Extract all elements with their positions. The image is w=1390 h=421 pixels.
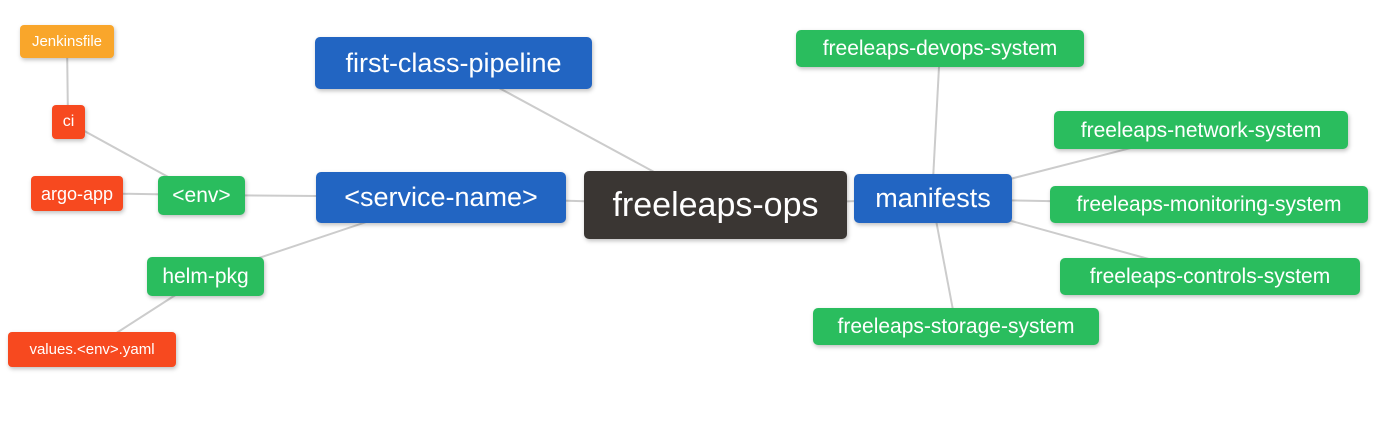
node-manifests[interactable]: manifests: [854, 174, 1012, 223]
edge-manifests-devops: [931, 47, 941, 200]
node-env[interactable]: <env>: [158, 176, 245, 215]
node-jenkinsfile[interactable]: Jenkinsfile: [20, 25, 114, 58]
node-ci[interactable]: ci: [52, 105, 85, 139]
node-freeleaps-ops[interactable]: freeleaps-ops: [584, 171, 847, 239]
node-freeleaps-monitoring-system[interactable]: freeleaps-monitoring-system: [1050, 186, 1368, 223]
node-service-name[interactable]: <service-name>: [316, 172, 566, 223]
node-first-class-pipeline[interactable]: first-class-pipeline: [315, 37, 592, 89]
node-helm-pkg[interactable]: helm-pkg: [147, 257, 264, 296]
node-freeleaps-network-system[interactable]: freeleaps-network-system: [1054, 111, 1348, 149]
node-freeleaps-controls-system[interactable]: freeleaps-controls-system: [1060, 258, 1360, 295]
node-values-env-yaml[interactable]: values.<env>.yaml: [8, 332, 176, 367]
node-freeleaps-devops-system[interactable]: freeleaps-devops-system: [796, 30, 1084, 67]
node-freeleaps-storage-system[interactable]: freeleaps-storage-system: [813, 308, 1099, 345]
node-argo-app[interactable]: argo-app: [31, 176, 123, 211]
